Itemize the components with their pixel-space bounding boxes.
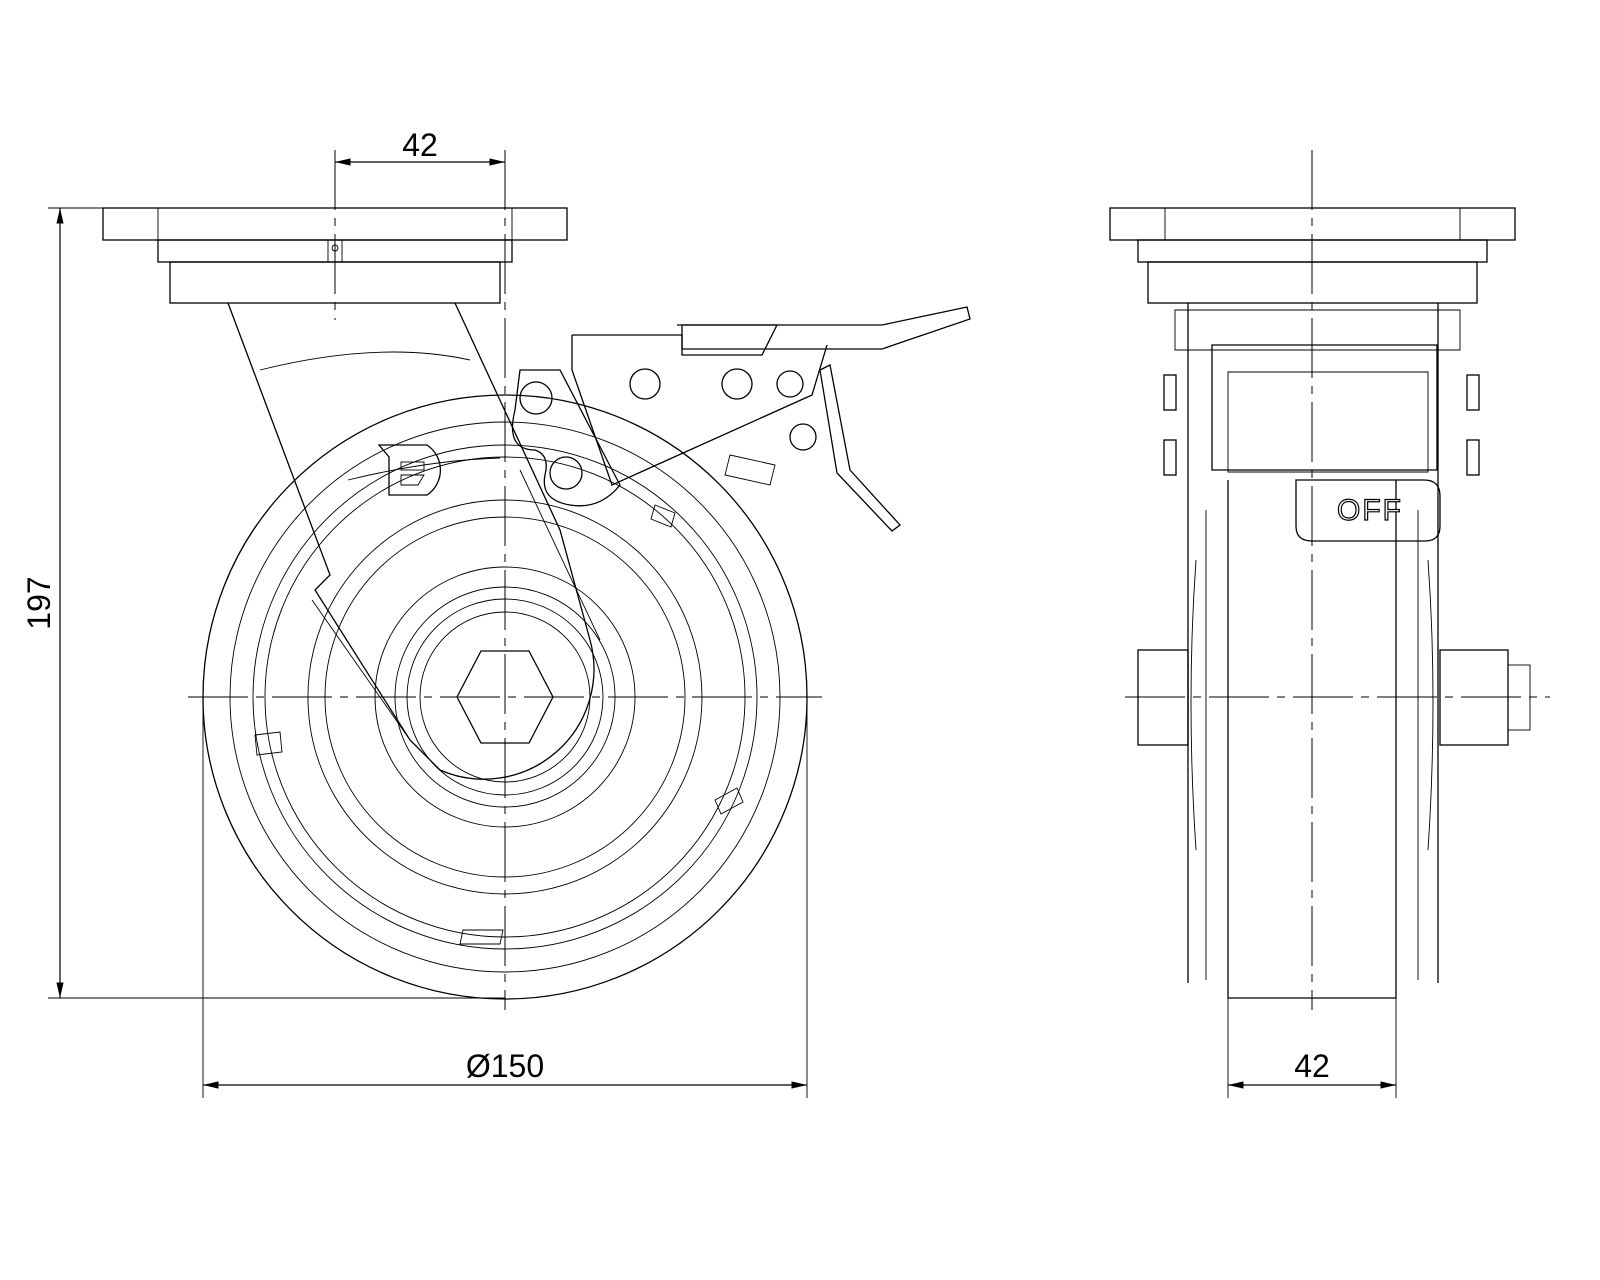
offset-value: 42 [402, 127, 438, 163]
side-view [102, 150, 971, 1010]
dimension-offset: 42 [335, 127, 505, 166]
brake-state-label: OFF [1337, 494, 1403, 527]
diameter-value: Ø150 [466, 1048, 544, 1084]
width-value: 42 [1294, 1048, 1330, 1084]
fork [227, 302, 601, 780]
brand-logo [377, 444, 441, 496]
dimension-height: 197 [21, 207, 505, 999]
front-view: OFF [1109, 150, 1550, 1010]
brake-mechanism [511, 306, 971, 532]
dimension-width: 42 [1227, 998, 1397, 1098]
height-value: 197 [21, 576, 57, 629]
brake-off-indicator: OFF [1295, 479, 1441, 542]
rivet [519, 381, 553, 415]
rivet [549, 456, 583, 490]
dimension-diameter: Ø150 [202, 697, 808, 1098]
brake-pedal [681, 306, 971, 350]
release-pedal [819, 364, 901, 532]
